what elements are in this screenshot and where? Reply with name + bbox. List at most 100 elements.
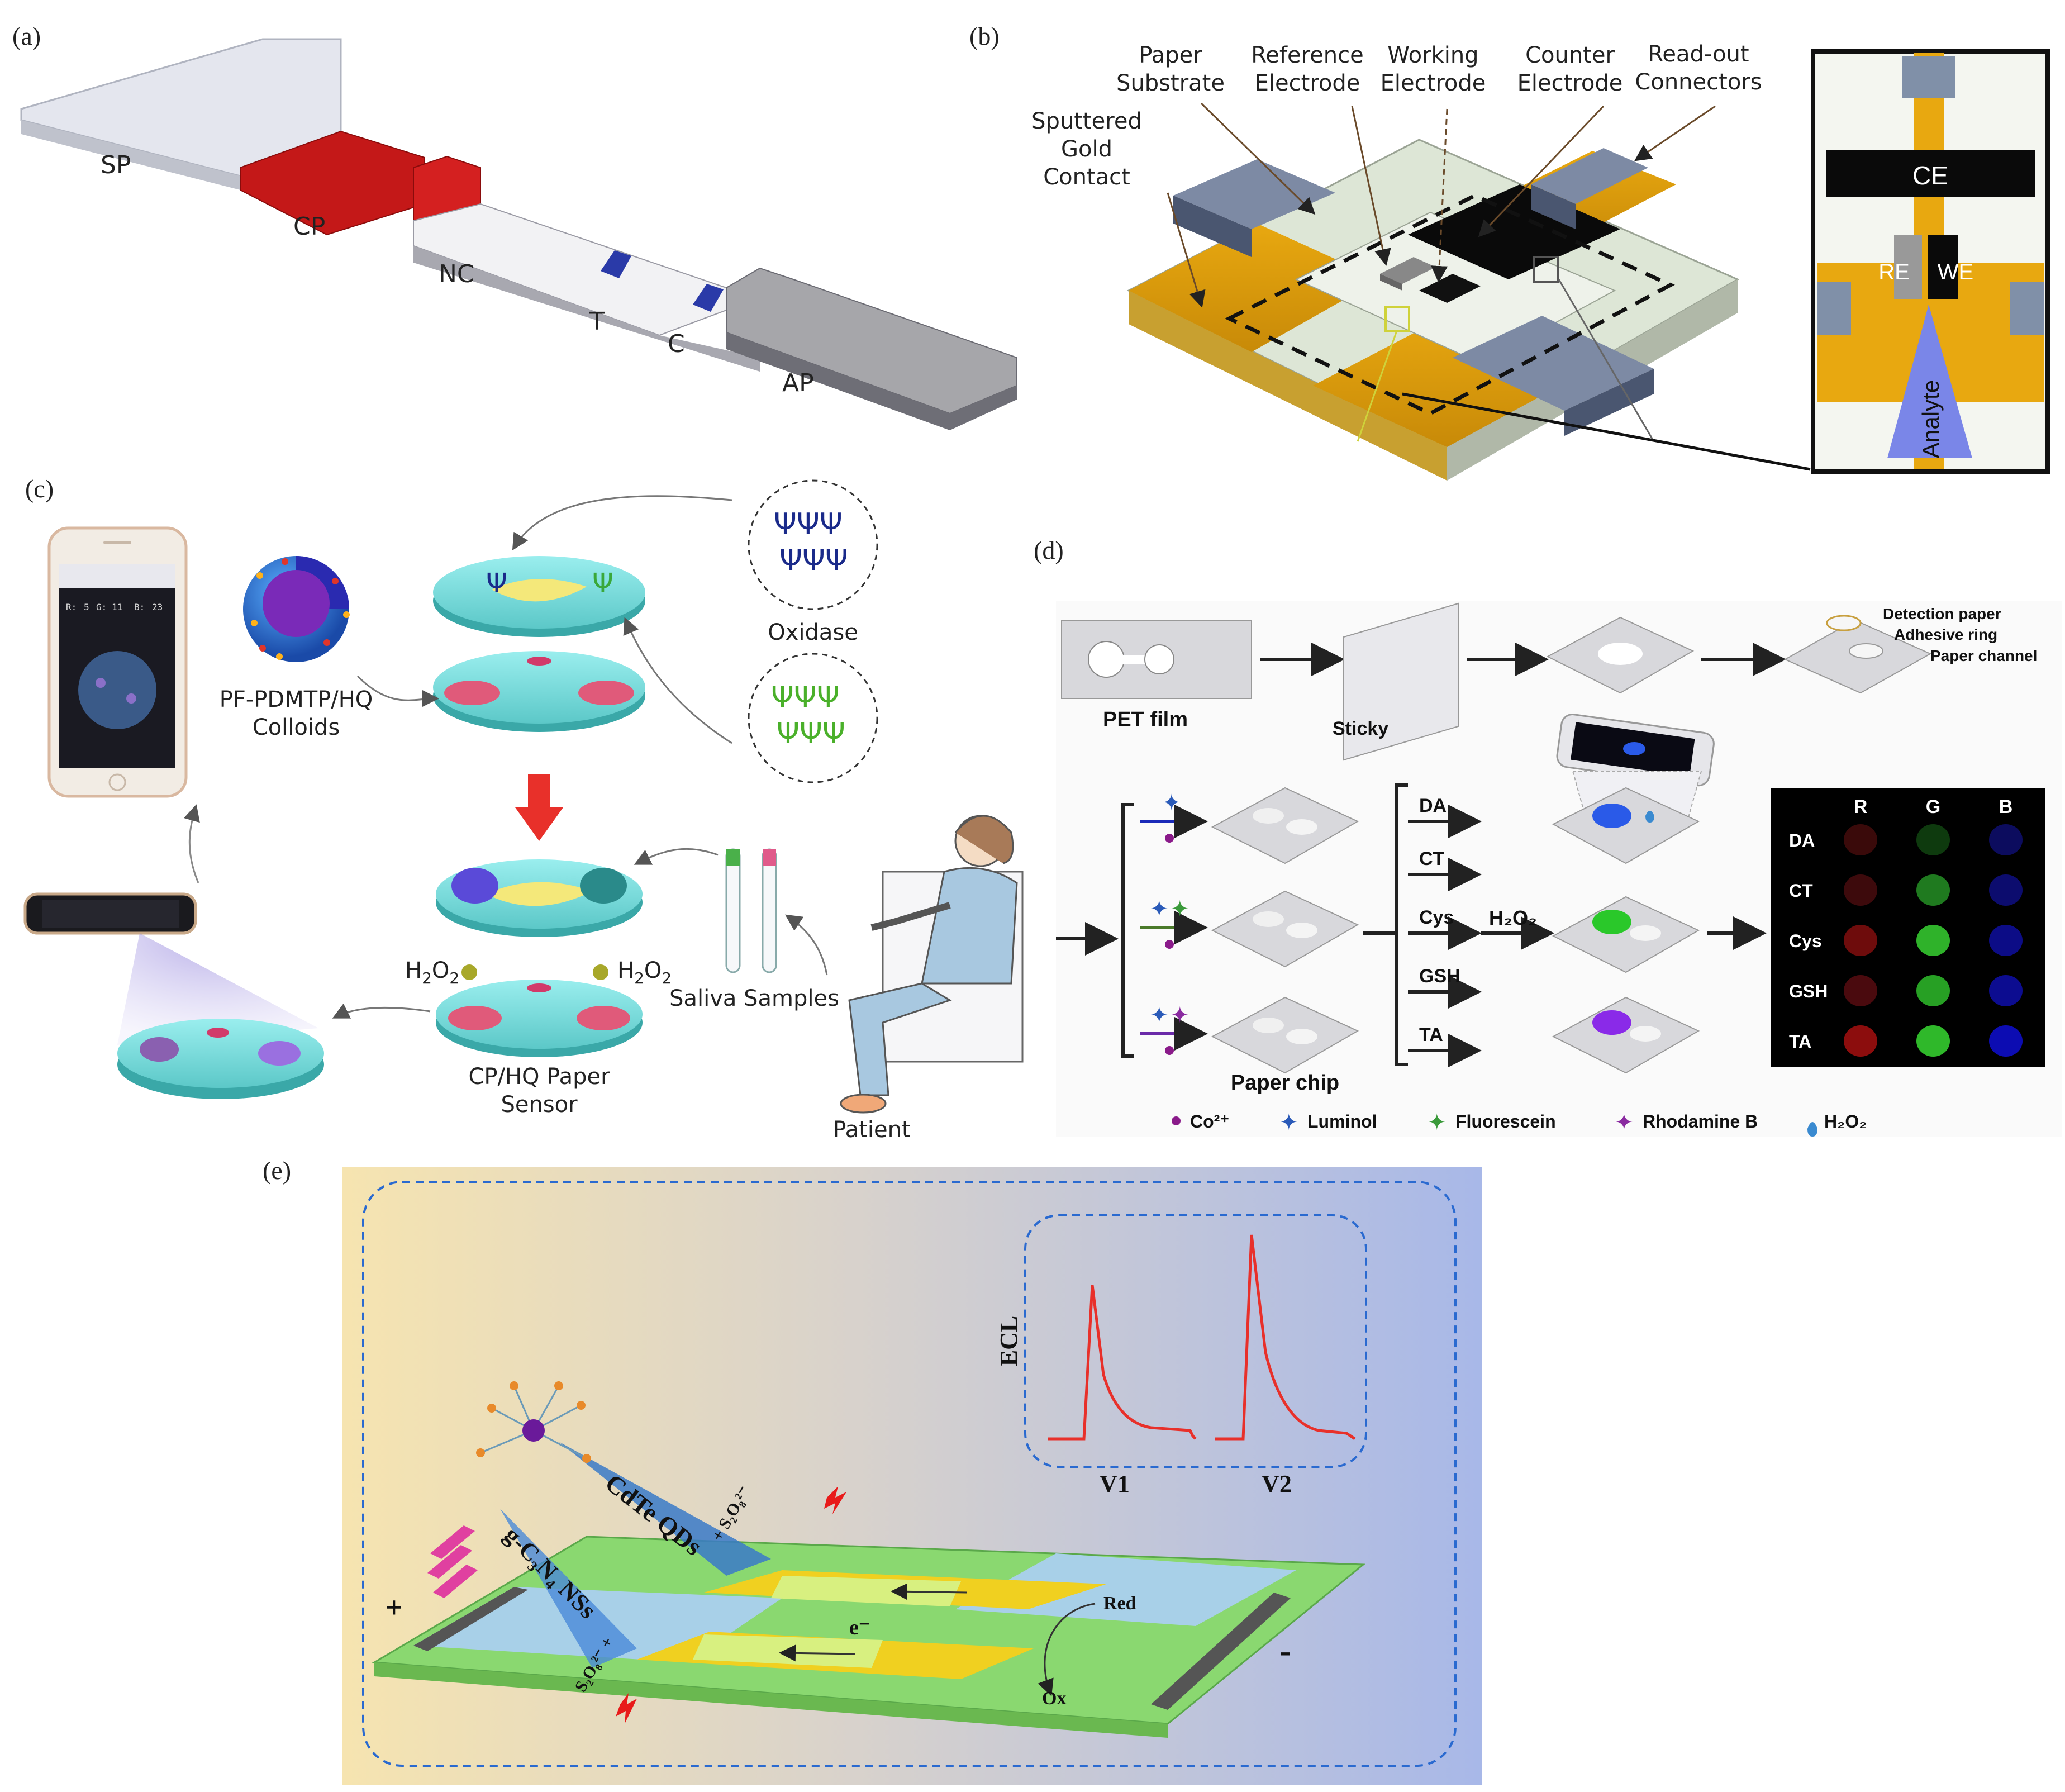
ecl-label: ECL <box>995 1316 1022 1366</box>
phone-imaging <box>1552 714 1715 864</box>
legend-co-dot <box>1172 1116 1181 1125</box>
sensor-label-1: CP/HQ Paper <box>468 1064 610 1090</box>
callout-working-electrode: Electrode <box>1381 70 1486 96</box>
v2-label: V2 <box>1262 1470 1292 1498</box>
rgb-dot-cys-r <box>1844 925 1877 956</box>
rgb-dot-ct-b <box>1989 874 2023 906</box>
callout-reference: Reference <box>1251 42 1363 68</box>
grid-row-cys: Cys <box>1789 931 1822 951</box>
panel-e: (e) ECL V1 V2 e⁻ Red Ox <box>263 1156 1482 1785</box>
rgb-dot-gsh-r <box>1844 975 1877 1006</box>
callout-working: Working <box>1387 42 1478 68</box>
panel-b: (b) <box>969 22 2050 481</box>
red-label: Red <box>1103 1593 1136 1614</box>
legend-fluorescein-star: ✦ <box>1428 1110 1447 1135</box>
legend-h2o2-drop <box>1807 1122 1817 1137</box>
grid-row-gsh: GSH <box>1789 981 1828 1001</box>
grid-row-ta: TA <box>1789 1032 1811 1052</box>
legend-luminol: Luminol <box>1307 1111 1377 1132</box>
lightning-top <box>824 1486 846 1514</box>
oxidase-label: Oxidase <box>768 620 858 645</box>
h2o2-right: H2O2 <box>617 958 672 987</box>
panel-d-label: (d) <box>1034 536 1064 564</box>
electrode-inset: CE RE WE Analyte <box>1811 49 2050 474</box>
gcn-nanosheets <box>427 1525 478 1598</box>
panel-d: (d) PET film Sticky Detection paper Adhe… <box>1034 536 2062 1137</box>
label-c: C <box>668 330 685 358</box>
gcn-beam <box>500 1509 637 1668</box>
h2o2-left: H2O2 <box>405 958 459 987</box>
legend-luminol-star: ✦ <box>1279 1110 1298 1135</box>
callout-counter-electrode: Electrode <box>1517 70 1623 96</box>
legend-rhodamine-star: ✦ <box>1615 1110 1634 1135</box>
oxidase-blue-circle: ΨΨΨ ΨΨΨ <box>748 479 878 610</box>
svg-text:✦: ✦ <box>1171 897 1189 921</box>
analyte-cys: Cys <box>1419 907 1454 928</box>
svg-text:✦: ✦ <box>1150 1003 1169 1028</box>
ecl-inset: ECL V1 V2 <box>995 1214 1367 1498</box>
grid-header-g: G <box>1926 796 1940 817</box>
callout-sputtered: Sputtered <box>1031 108 1142 134</box>
sensor-label-2: Sensor <box>501 1092 578 1118</box>
panel-a: (a) SP CP NC T C AP <box>12 22 1017 430</box>
label-t: T <box>589 307 605 336</box>
v1-label: V1 <box>1100 1470 1130 1498</box>
analyte-ta: TA <box>1419 1024 1443 1045</box>
test-line <box>601 250 631 278</box>
colloids-label-2: Colloids <box>253 715 340 740</box>
inset-we: WE <box>1938 260 1973 284</box>
svg-text:ΨΨΨ: ΨΨΨ <box>777 717 845 750</box>
saliva-tubes <box>725 848 777 973</box>
minus-terminal: - <box>1279 1631 1291 1670</box>
legend-rhodamine: Rhodamine B <box>1643 1111 1758 1132</box>
svg-text:B:: B: <box>134 602 145 612</box>
svg-text:✦: ✦ <box>1171 1003 1189 1028</box>
analyte-gsh: GSH <box>1419 966 1460 987</box>
smartphone-horizontal <box>23 892 197 935</box>
callout-paper: Paper <box>1139 42 1202 68</box>
patient-figure <box>840 815 1024 1114</box>
legend-co: Co²⁺ <box>1190 1111 1229 1132</box>
callout-reference-electrode: Electrode <box>1255 70 1360 96</box>
grid-row-ct: CT <box>1789 881 1813 901</box>
colloids-label-1: PF-PDMTP/HQ <box>220 687 373 712</box>
lightning-bottom <box>616 1693 637 1724</box>
label-sp: SP <box>101 151 131 179</box>
callout-readout: Read-out <box>1648 41 1749 67</box>
gold-contact-left <box>1129 224 1380 352</box>
callout-substrate: Substrate <box>1116 70 1225 96</box>
rgb-dot-da-b <box>1989 824 2023 855</box>
svg-text:✦: ✦ <box>1162 791 1181 815</box>
rgb-dot-ct-r <box>1844 874 1877 906</box>
ecl-curve-v1 <box>1048 1285 1197 1441</box>
layer-channel: Paper channel <box>1930 647 2037 664</box>
panel-b-label: (b) <box>969 22 1000 50</box>
rgb-dot-ta-g <box>1916 1025 1950 1057</box>
smartphone-vertical: R: 5 G: 11 B: 23 <box>47 526 188 798</box>
rgb-dot-ct-g <box>1916 874 1950 906</box>
analyte-da: DA <box>1419 795 1447 816</box>
sensor-layers-top: Ψ Ψ <box>433 556 645 732</box>
sticky-sheet <box>1343 602 1459 761</box>
colloid-sphere <box>243 556 350 662</box>
grid-row-da: DA <box>1789 830 1815 850</box>
analyte-arrow <box>1887 305 1972 458</box>
inset-analyte: Analyte <box>1918 380 1944 458</box>
grid-header-r: R <box>1854 796 1868 817</box>
layer-adhesive: Adhesive ring <box>1894 626 1997 643</box>
callout-counter: Counter <box>1525 42 1615 68</box>
reference-electrode <box>1380 257 1436 284</box>
layer-detection: Detection paper <box>1883 605 2001 622</box>
svg-text:5: 5 <box>84 602 89 612</box>
legend-fluorescein: Fluorescein <box>1455 1111 1556 1132</box>
svg-text:23: 23 <box>152 602 163 612</box>
result-disc <box>117 1019 324 1099</box>
panel-d-legend: Co²⁺ ✦ Luminol ✦ Fluorescein ✦ Rhodamine… <box>1172 1110 1867 1137</box>
enzyme-green: Ψ <box>592 568 613 599</box>
svg-text:ΨΨΨ: ΨΨΨ <box>771 681 840 714</box>
legend-h2o2: H₂O₂ <box>1824 1111 1867 1132</box>
rgb-dot-da-g <box>1916 824 1950 855</box>
rgb-dot-ta-r <box>1844 1025 1877 1057</box>
plus-terminal: + <box>386 1591 403 1624</box>
